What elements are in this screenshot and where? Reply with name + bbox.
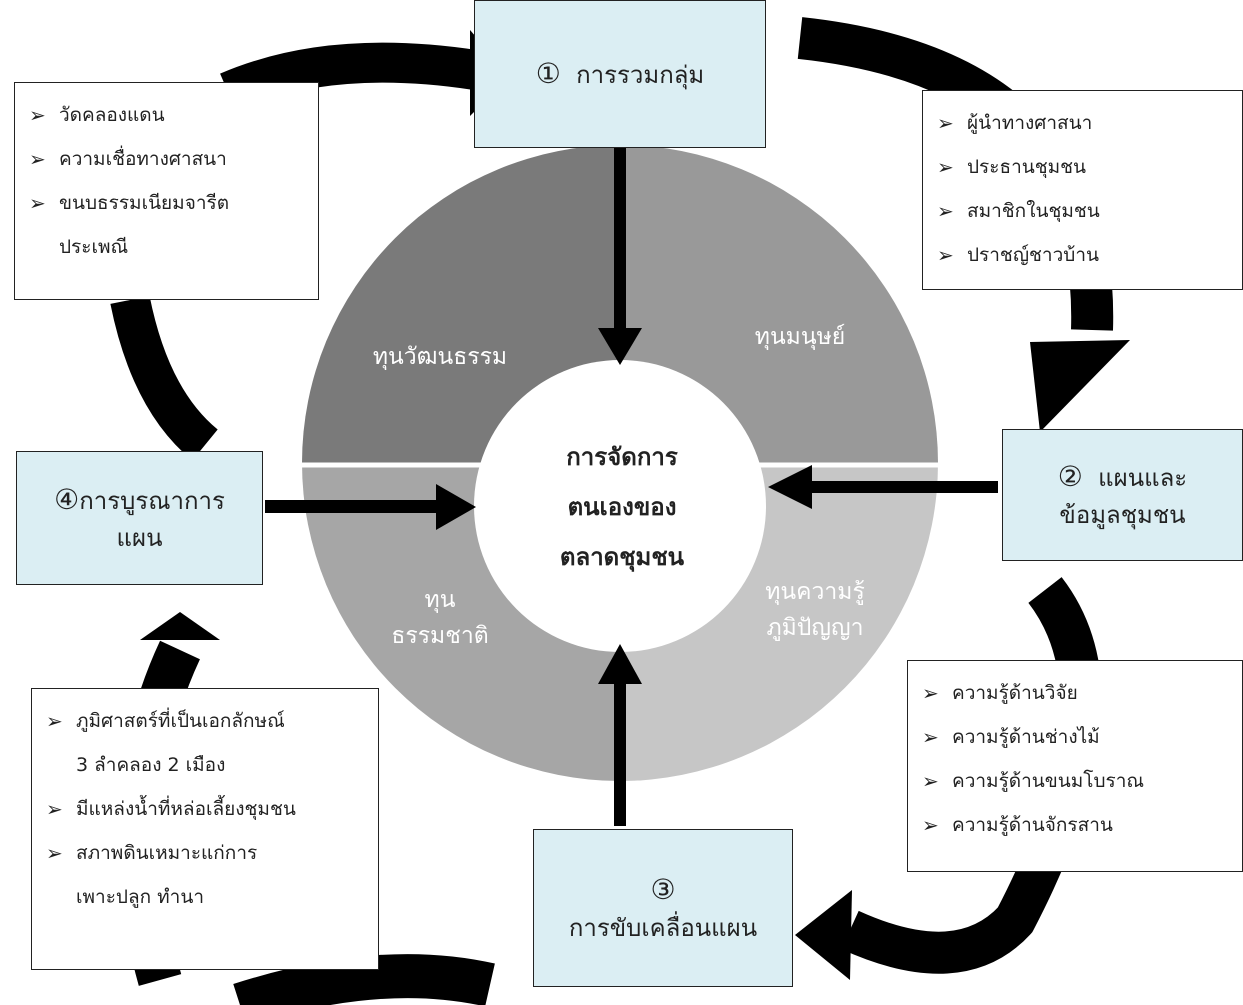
arrow-bullet-icon: ➢ bbox=[937, 155, 954, 179]
nature-list-box: ➢ภูมิศาสตร์ที่เป็นเอกลักษณ์3 ลำคลอง 2 เม… bbox=[31, 688, 379, 970]
arrow-step4-to-center bbox=[265, 484, 476, 530]
list-item: ➢มีแหล่งน้ำที่หล่อเลี้ยงชุมชน bbox=[46, 787, 368, 831]
arrow-bullet-icon: ➢ bbox=[46, 709, 63, 733]
knowledge-list-box: ➢ความรู้ด้านวิจัย ➢ความรู้ด้านช่างไม้ ➢ค… bbox=[907, 660, 1243, 872]
capital-knowledge-label: ทุนความรู้ ภูมิปัญญา bbox=[765, 579, 865, 641]
list-item: ➢ความรู้ด้านวิจัย bbox=[922, 671, 1232, 715]
list-item: ➢สมาชิกในชุมชน bbox=[937, 189, 1232, 233]
center-title: การจัดการ ตนเองของ ตลาดชุมชน bbox=[559, 443, 685, 571]
center-circle bbox=[474, 360, 766, 652]
list-item: ➢ประธานชุมชน bbox=[937, 145, 1232, 189]
curved-arrow-2-to-3 bbox=[795, 577, 1103, 980]
list-item: ➢ผู้นำทางศาสนา bbox=[937, 101, 1232, 145]
arrow-bullet-icon: ➢ bbox=[29, 103, 46, 127]
capital-natural-label: ทุน ธรรมชาติ bbox=[391, 587, 489, 649]
arrow-bullet-icon: ➢ bbox=[46, 797, 63, 821]
list-item: ➢ภูมิศาสตร์ที่เป็นเอกลักษณ์3 ลำคลอง 2 เม… bbox=[46, 699, 368, 787]
arrow-bullet-icon: ➢ bbox=[29, 191, 46, 215]
arrow-bullet-icon: ➢ bbox=[937, 199, 954, 223]
arrow-bullet-icon: ➢ bbox=[922, 725, 939, 749]
culture-list-box: ➢วัดคลองแดน ➢ความเชื่อทางศาสนา ➢ขนบธรรมเ… bbox=[14, 82, 319, 300]
quadrant-cultural bbox=[302, 145, 620, 463]
arrow-bullet-icon: ➢ bbox=[46, 841, 63, 865]
list-item: ➢ความรู้ด้านจักรสาน bbox=[922, 803, 1232, 847]
list-item: ➢ความเชื่อทางศาสนา bbox=[29, 137, 308, 181]
human-list-box: ➢ผู้นำทางศาสนา ➢ประธานชุมชน ➢สมาชิกในชุม… bbox=[922, 90, 1243, 290]
list-item: ➢ขนบธรรมเนียมจารีตประเพณี bbox=[29, 181, 308, 269]
arrow-bullet-icon: ➢ bbox=[29, 147, 46, 171]
capital-cultural-label: ทุนวัฒนธรรม bbox=[372, 344, 508, 370]
arrow-bullet-icon: ➢ bbox=[922, 681, 939, 705]
step-3-box: ③ การขับเคลื่อนแผน bbox=[533, 829, 793, 987]
step-2-box: ② แผนและ ข้อมูลชุมชน bbox=[1002, 429, 1243, 561]
arrow-bullet-icon: ➢ bbox=[937, 111, 954, 135]
arrow-step1-to-center bbox=[598, 147, 642, 365]
arrow-step2-to-center bbox=[768, 465, 998, 509]
arrow-step3-to-center bbox=[598, 644, 642, 826]
arrow-bullet-icon: ➢ bbox=[937, 243, 954, 267]
list-item: ➢วัดคลองแดน bbox=[29, 93, 308, 137]
list-item: ➢ความรู้ด้านขนมโบราณ bbox=[922, 759, 1232, 803]
step-1-box: ① การรวมกลุ่ม bbox=[474, 0, 766, 148]
quadrant-human bbox=[620, 145, 938, 463]
capital-human-label: ทุนมนุษย์ bbox=[754, 324, 846, 350]
list-item: ➢ปราชญ์ชาวบ้าน bbox=[937, 233, 1232, 277]
arrow-bullet-icon: ➢ bbox=[922, 769, 939, 793]
list-item: ➢ความรู้ด้านช่างไม้ bbox=[922, 715, 1232, 759]
arrow-bullet-icon: ➢ bbox=[922, 813, 939, 837]
curved-arrow-left-down bbox=[110, 295, 219, 461]
step-4-box: ④การบูรณาการ แผน bbox=[16, 451, 263, 585]
list-item: ➢สภาพดินเหมาะแก่การเพาะปลูก ทำนา bbox=[46, 831, 368, 919]
